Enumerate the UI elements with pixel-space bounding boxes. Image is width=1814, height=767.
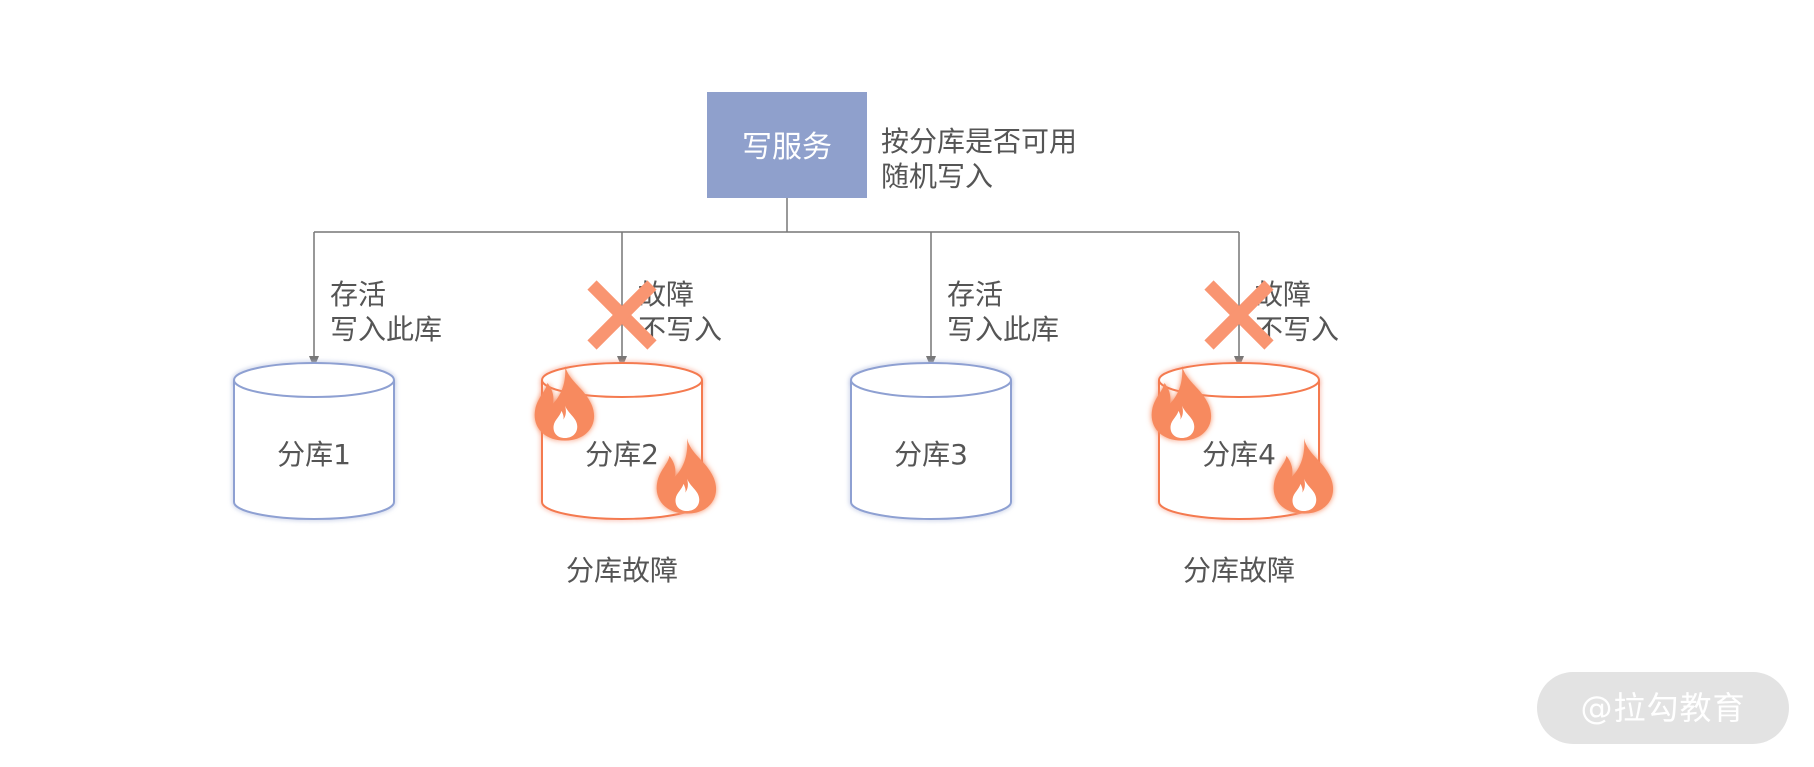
write-service-label: 写服务 [742, 130, 832, 165]
shard-name-2: 分库2 [585, 438, 659, 471]
edge-label-line2-3: 写入此库 [947, 313, 1059, 346]
shard-failure-caption-2: 分库故障 [566, 554, 678, 587]
write-service-node: 写服务 [707, 92, 867, 198]
database-cylinder-1 [233, 362, 395, 520]
edge-label-line1-1: 存活 [330, 278, 386, 311]
shard-name-1: 分库1 [277, 438, 351, 471]
cylinder-top-2 [541, 362, 703, 398]
failure-cross-icon [1204, 280, 1274, 350]
shards-layer: 存活写入此库分库1故障不写入分库2分库故障存活写入此库分库3故障不写入分库4分库… [233, 232, 1339, 587]
cross-stroke-b [587, 280, 657, 350]
strategy-note-line2: 随机写入 [881, 160, 993, 193]
cross-stroke-b [1204, 280, 1274, 350]
write-service-box [707, 92, 867, 198]
shard-failure-caption-4: 分库故障 [1183, 554, 1295, 587]
shard-name-4: 分库4 [1202, 438, 1276, 471]
cylinder-top-1 [233, 362, 395, 398]
shard-name-3: 分库3 [894, 438, 968, 471]
watermark-badge: @拉勾教育 [1537, 672, 1789, 744]
connector-tree [314, 198, 1239, 233]
cylinder-top-3 [850, 362, 1012, 398]
edge-label-line2-1: 写入此库 [330, 313, 442, 346]
cylinder-body-1 [233, 380, 395, 520]
cylinder-top-4 [1158, 362, 1320, 398]
strategy-note-line1: 按分库是否可用 [881, 125, 1077, 158]
database-cylinder-3 [850, 362, 1012, 520]
edge-label-line1-3: 存活 [947, 278, 1003, 311]
cylinder-body-3 [850, 380, 1012, 520]
failure-cross-icon [587, 280, 657, 350]
